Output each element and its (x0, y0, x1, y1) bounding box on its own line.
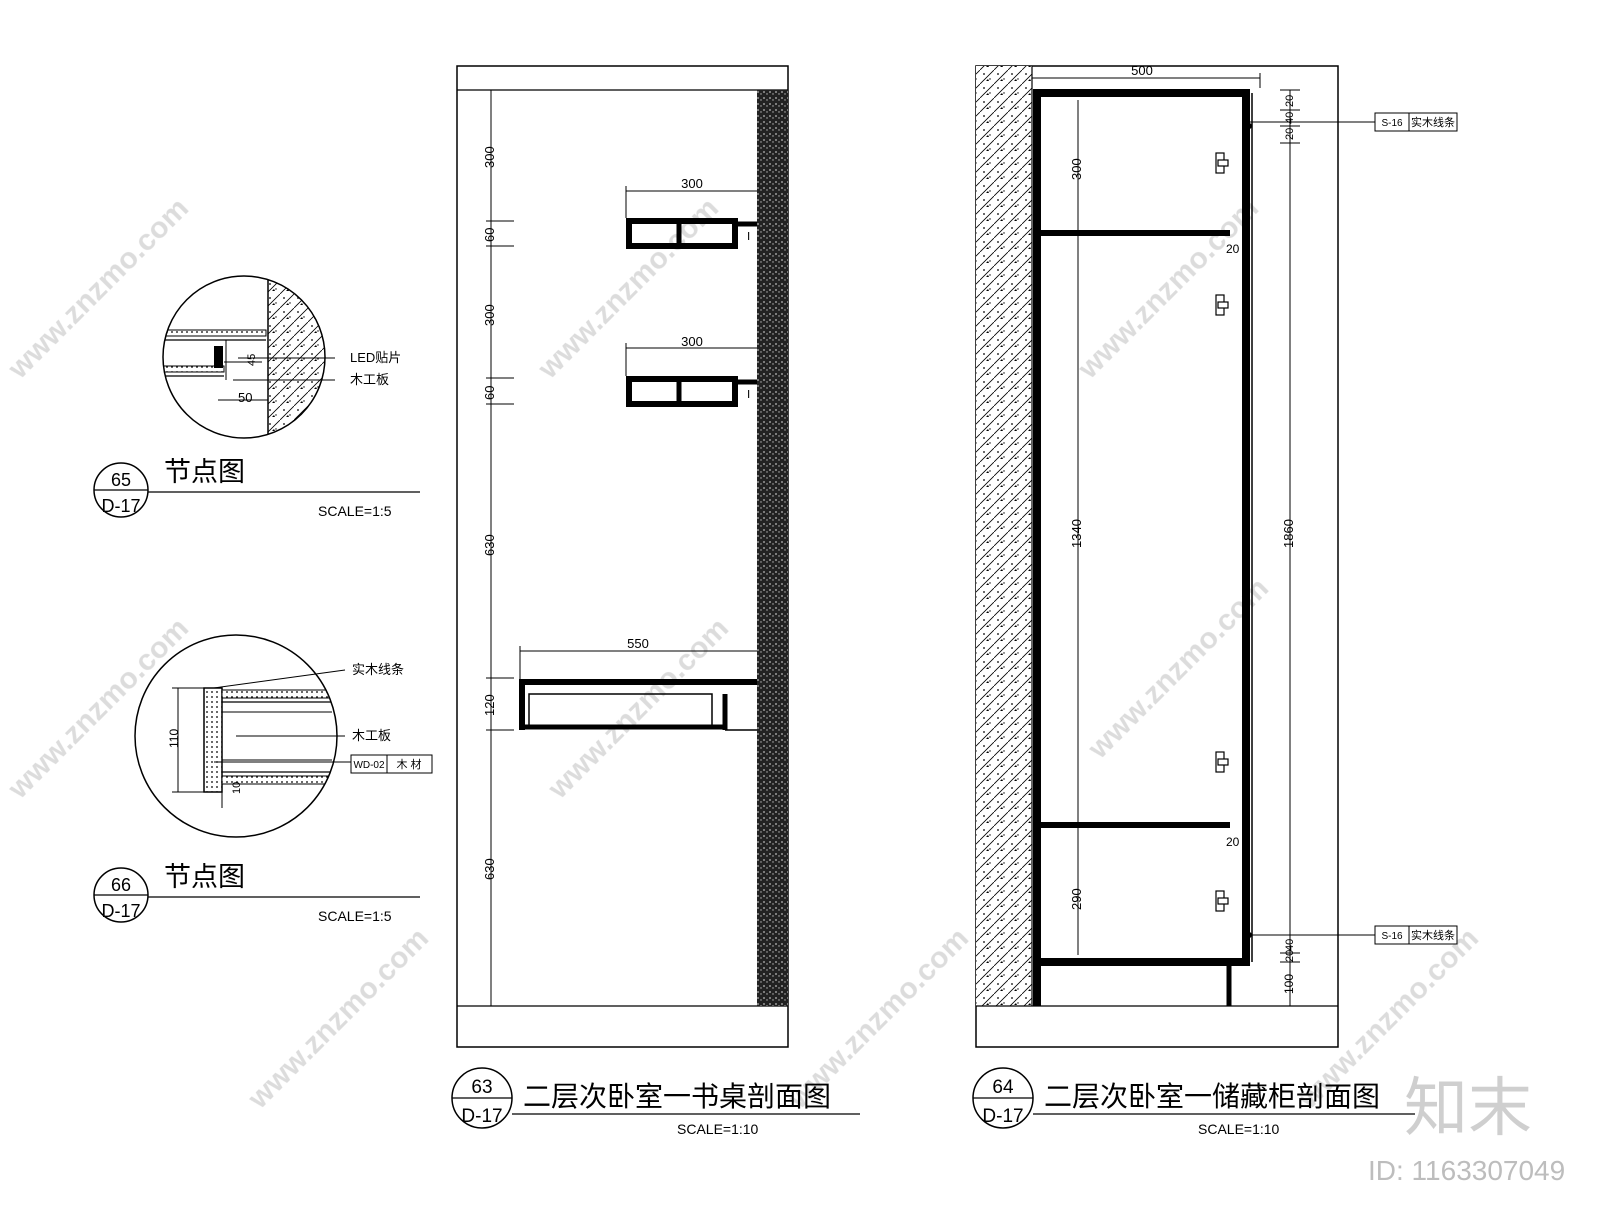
detail-66-title: 节点图 (164, 862, 245, 892)
callout-bottom-text: 实木线条 (1411, 928, 1455, 942)
detail-65-sheet: D-17 (101, 496, 140, 516)
section-63-sheet: D-17 (461, 1106, 502, 1127)
dim64-r40b: 40 (1284, 939, 1296, 951)
detail-65-number: 65 (111, 470, 131, 490)
dim64-1340: 1340 (1069, 519, 1084, 548)
dim64-r40a: 40 (1284, 112, 1296, 124)
dim-ticks-63 (486, 89, 514, 1007)
section-63-scale: SCALE=1:10 (677, 1121, 759, 1137)
frame-63 (456, 65, 789, 1048)
detail-65: LED贴片 木工板 45 50 65 D-17 节点图 SCALE=1:5 (93, 275, 420, 519)
callout-top-text-box (1408, 112, 1458, 132)
rail-gap-upper: 20 (1226, 242, 1240, 256)
wall-hatch (268, 276, 325, 438)
label-board: 木工板 (350, 372, 389, 387)
dim63-300b: 300 (482, 304, 497, 326)
dim64-r20b: 20 (1284, 128, 1296, 140)
brand-corner: 知末 ID: 1163307049 (1368, 1072, 1565, 1186)
desk-width: 550 (627, 636, 649, 651)
dim63-630b: 630 (482, 858, 497, 880)
section-64-title: 二层次卧室一储藏柜剖面图 (1044, 1081, 1380, 1112)
detail-65-title: 节点图 (164, 457, 245, 487)
dim64-100: 100 (1282, 974, 1296, 994)
shelf1-width: 300 (681, 176, 703, 191)
label-board-66: 木工板 (352, 728, 391, 743)
dim-50: 50 (238, 390, 252, 405)
dim64-r20a: 20 (1284, 95, 1296, 107)
callout-top-text: 实木线条 (1411, 115, 1455, 129)
rail-gap-lower: 20 (1226, 835, 1240, 849)
desk-top (519, 679, 757, 730)
material-code: WD-02 (353, 760, 385, 771)
detail-66-sheet: D-17 (101, 901, 140, 921)
detail-circle-65 (162, 275, 326, 439)
dim-10: 10 (231, 782, 243, 794)
watermark-text-7: www.znzmo.com (241, 922, 435, 1116)
callout-bottom-code: S-16 (1381, 931, 1403, 942)
material-name-box (386, 754, 433, 774)
callout-bottom-text-box (1408, 925, 1458, 945)
dim64-r20c: 20 (1284, 950, 1296, 962)
shelf1-bracket-icon: Ⅰ (747, 231, 750, 243)
detail-66: 实木线条 木工板 WD-02 木 材 110 10 66 D-17 节点图 SC… (93, 634, 433, 924)
section-63-number: 63 (471, 1077, 492, 1098)
label-led: LED贴片 (350, 350, 401, 365)
section-64-number: 64 (992, 1077, 1014, 1098)
dim-45: 45 (246, 354, 258, 366)
section-63-desk: 300 60 300 60 630 120 630 300 Ⅰ 300 Ⅰ 55… (451, 65, 860, 1137)
dim-110: 110 (167, 729, 181, 748)
wall-texture-63 (757, 90, 788, 1006)
detail-66-number: 66 (111, 875, 131, 895)
dim64-1860: 1860 (1281, 519, 1296, 548)
shelf-1 (626, 218, 738, 249)
wall-hatch-64 (976, 66, 1032, 1006)
watermark-text-3: www.znzmo.com (1071, 192, 1265, 386)
material-name: 木 材 (396, 757, 421, 771)
dim63-120: 120 (482, 694, 497, 716)
shelf2-bracket-icon: Ⅰ (747, 389, 750, 401)
shelf-2 (626, 376, 738, 407)
image-id: ID: 1163307049 (1368, 1155, 1565, 1186)
section-63-title: 二层次卧室一书桌剖面图 (523, 1081, 831, 1112)
detail-65-scale: SCALE=1:5 (318, 503, 392, 519)
dim63-630a: 630 (482, 534, 497, 556)
dim63-60a: 60 (482, 228, 497, 242)
detail-66-scale: SCALE=1:5 (318, 908, 392, 924)
section-64-scale: SCALE=1:10 (1198, 1121, 1280, 1137)
section-64-sheet: D-17 (982, 1106, 1023, 1127)
dim63-60b: 60 (482, 386, 497, 400)
brand-logo: 知末 (1404, 1072, 1532, 1144)
led-strip (214, 346, 223, 368)
solid-wood-trim (203, 687, 223, 793)
label-wood-trim: 实木线条 (352, 662, 404, 677)
dim64-300: 300 (1069, 158, 1084, 180)
section-64-cabinet: 500 20 20 300 1340 290 (972, 63, 1458, 1137)
cabinet-body (1033, 89, 1250, 966)
callout-top-code: S-16 (1381, 118, 1403, 129)
dim63-300a: 300 (482, 146, 497, 168)
dim64-290: 290 (1069, 888, 1084, 910)
desk-drawer (528, 693, 713, 727)
cabinet-width: 500 (1131, 63, 1153, 78)
shelf2-width: 300 (681, 334, 703, 349)
hinge-icons (1215, 152, 1229, 912)
